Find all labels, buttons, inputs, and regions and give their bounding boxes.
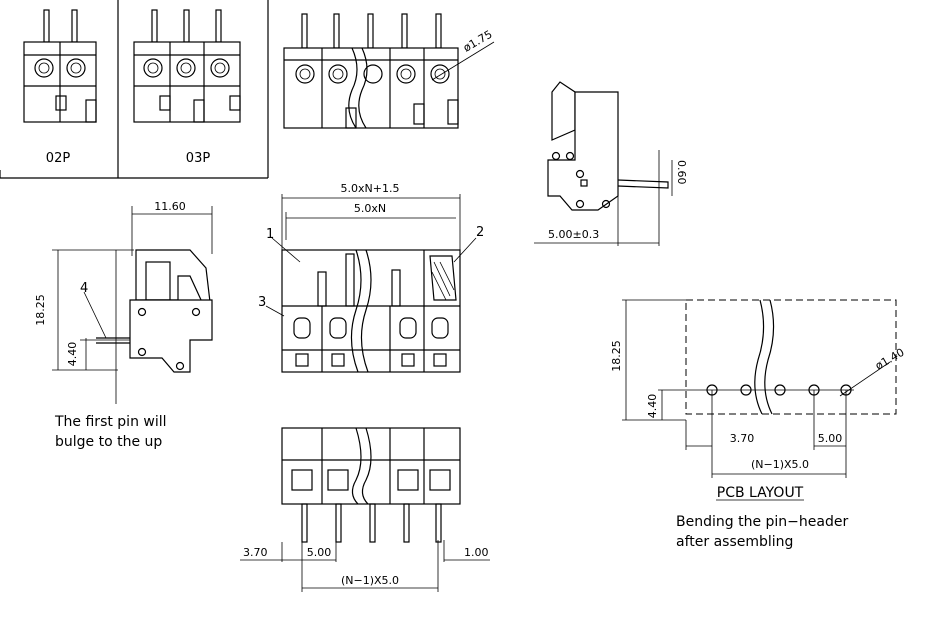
variant-label-03p: 03P: [186, 151, 211, 166]
callout-1: 1: [266, 227, 274, 242]
dim-bend-length: 5.00±0.3: [548, 228, 599, 241]
dim-pin-diameter: ø1.75: [461, 28, 495, 55]
note-first-pin-line2: bulge to the up: [55, 434, 162, 450]
block-02p: [23, 9, 97, 123]
block-03p: [133, 9, 241, 123]
dim-pcb-pitch: 5.00: [818, 432, 843, 445]
note-bend-line1: Bending the pin−header: [676, 514, 848, 530]
pcb-layout-title: PCB LAYOUT: [717, 485, 804, 501]
side-view-right: [534, 81, 673, 246]
dim-pcb-height: 18.25: [610, 340, 623, 372]
side-view-left: [52, 206, 213, 404]
variant-label-02p: 02P: [46, 151, 71, 166]
pcb-layout: [622, 299, 897, 501]
dim-overall-width: 5.0xN+1.5: [341, 182, 400, 195]
bottom-view: [240, 427, 490, 592]
callout-4: 4: [80, 281, 88, 296]
dim-bottom-pin: 1.00: [464, 546, 489, 559]
dim-bottom-span: (N−1)X5.0: [341, 574, 399, 587]
dim-side-height: 18.25: [34, 294, 47, 326]
dim-bottom-offset: 3.70: [243, 546, 268, 559]
dim-bottom-pitch: 5.00: [307, 546, 332, 559]
dim-pcb-offset: 3.70: [730, 432, 755, 445]
note-first-pin-line1: The first pin will: [54, 414, 167, 430]
front-view-top: [283, 13, 495, 129]
dim-pcb-span: (N−1)X5.0: [751, 458, 809, 471]
variant-frame: [0, 0, 269, 179]
dim-pitch-width: 5.0xN: [354, 202, 386, 215]
dim-side-width: 11.60: [154, 200, 186, 213]
dim-bend-offset: 0.60: [675, 160, 688, 185]
dim-pcb-pin-height: 4.40: [646, 394, 659, 419]
callout-3: 3: [258, 295, 266, 310]
front-view-middle: [265, 194, 477, 373]
callout-2: 2: [476, 225, 484, 240]
dim-side-pin-height: 4.40: [66, 342, 79, 367]
dim-pcb-hole-diameter: ø1.40: [873, 346, 907, 373]
note-bend-line2: after assembling: [676, 534, 793, 550]
